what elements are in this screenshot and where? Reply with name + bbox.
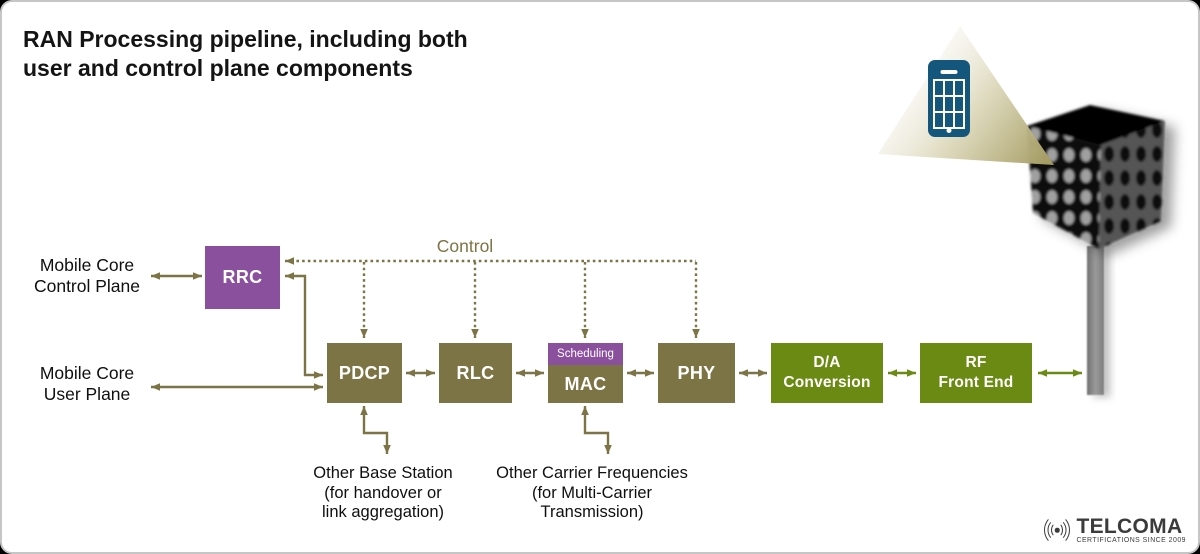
block-phy-label: PHY — [677, 362, 716, 383]
block-rlc-label: RLC — [456, 362, 495, 383]
block-rf-line1: RF — [965, 354, 987, 371]
other-base-station-line2: (for handover or — [324, 483, 442, 502]
mobile-core-control-line1: Mobile Core — [39, 255, 135, 275]
radio-waves-icon — [1038, 515, 1076, 545]
block-rrc-label: RRC — [222, 267, 263, 287]
phone-keypad-screen — [933, 79, 965, 129]
block-da-conversion: D/A Conversion — [771, 343, 883, 403]
other-carrier-line2: (for Multi-Carrier — [531, 483, 653, 502]
block-da-line2: Conversion — [783, 374, 871, 391]
block-rf-front-end: RF Front End — [920, 343, 1032, 403]
phone-speaker-dash — [940, 70, 958, 74]
block-pdcp: PDCP — [327, 343, 402, 403]
block-da-line1: D/A — [813, 354, 841, 371]
antenna-pole — [1087, 246, 1104, 395]
massive-mimo-antenna-icon — [1027, 105, 1165, 249]
mobile-core-control-line2: Control Plane — [33, 275, 141, 296]
block-pdcp-label: PDCP — [338, 362, 391, 383]
block-rrc: RRC — [205, 246, 280, 309]
logo-brand-text: TELCOMA — [1076, 514, 1183, 538]
page-title-line2: user and control plane components — [23, 55, 413, 81]
other-base-station-line1: Other Base Station — [313, 464, 453, 482]
other-carrier-line3: Transmission) — [540, 503, 644, 521]
mobile-core-user-plane-label: Mobile Core User Plane — [7, 363, 167, 404]
other-base-station-line3: link aggregation) — [322, 503, 444, 521]
block-rf-line2: Front End — [938, 374, 1014, 391]
block-mac-label: MAC — [548, 365, 623, 403]
other-carrier-annotation: Other Carrier Frequencies (for Multi-Car… — [480, 464, 704, 523]
phone-home-button — [946, 127, 952, 133]
logo-tagline-text: CERTIFICATIONS SINCE 2009 — [1076, 536, 1186, 544]
mobile-core-user-line1: Mobile Core — [39, 363, 135, 383]
page-title-line1: RAN Processing pipeline, including both — [23, 26, 468, 52]
other-base-station-annotation: Other Base Station (for handover or link… — [283, 464, 483, 523]
mac-scheduling-banner: Scheduling — [548, 343, 623, 365]
block-rlc: RLC — [439, 343, 512, 403]
mobile-core-control-plane-label: Mobile Core Control Plane — [7, 255, 167, 296]
block-mac: Scheduling MAC — [548, 343, 623, 403]
smartphone-icon — [928, 60, 970, 137]
other-carrier-line1: Other Carrier Frequencies — [496, 464, 688, 482]
block-phy: PHY — [658, 343, 735, 403]
control-plane-dotted-arrows — [285, 257, 700, 338]
mobile-core-user-line2: User Plane — [43, 383, 131, 404]
control-label: Control — [436, 236, 494, 256]
page-title: RAN Processing pipeline, including both … — [23, 25, 468, 83]
telcoma-logo: TELCOMA CERTIFICATIONS SINCE 2009 — [1038, 515, 1186, 545]
